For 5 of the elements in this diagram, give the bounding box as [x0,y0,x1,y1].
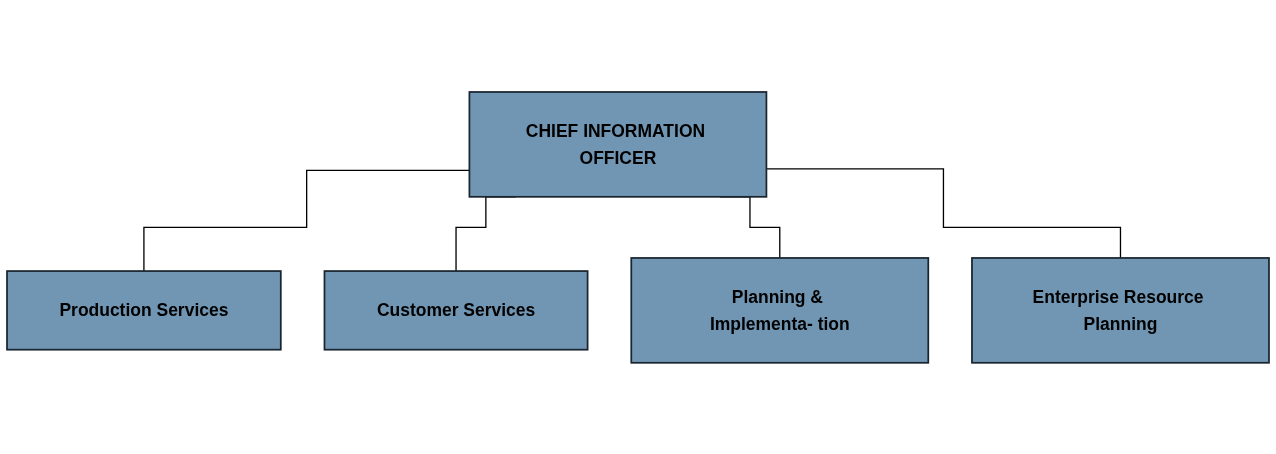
node-box: Production Services [6,269,282,351]
node-box: CHIEF INFORMATION OFFICER [468,90,768,198]
node-box: Customer Services [323,269,589,351]
node-box: Planning & Implementa- tion [630,256,930,364]
node-box: Enterprise Resource Planning [971,256,1270,364]
